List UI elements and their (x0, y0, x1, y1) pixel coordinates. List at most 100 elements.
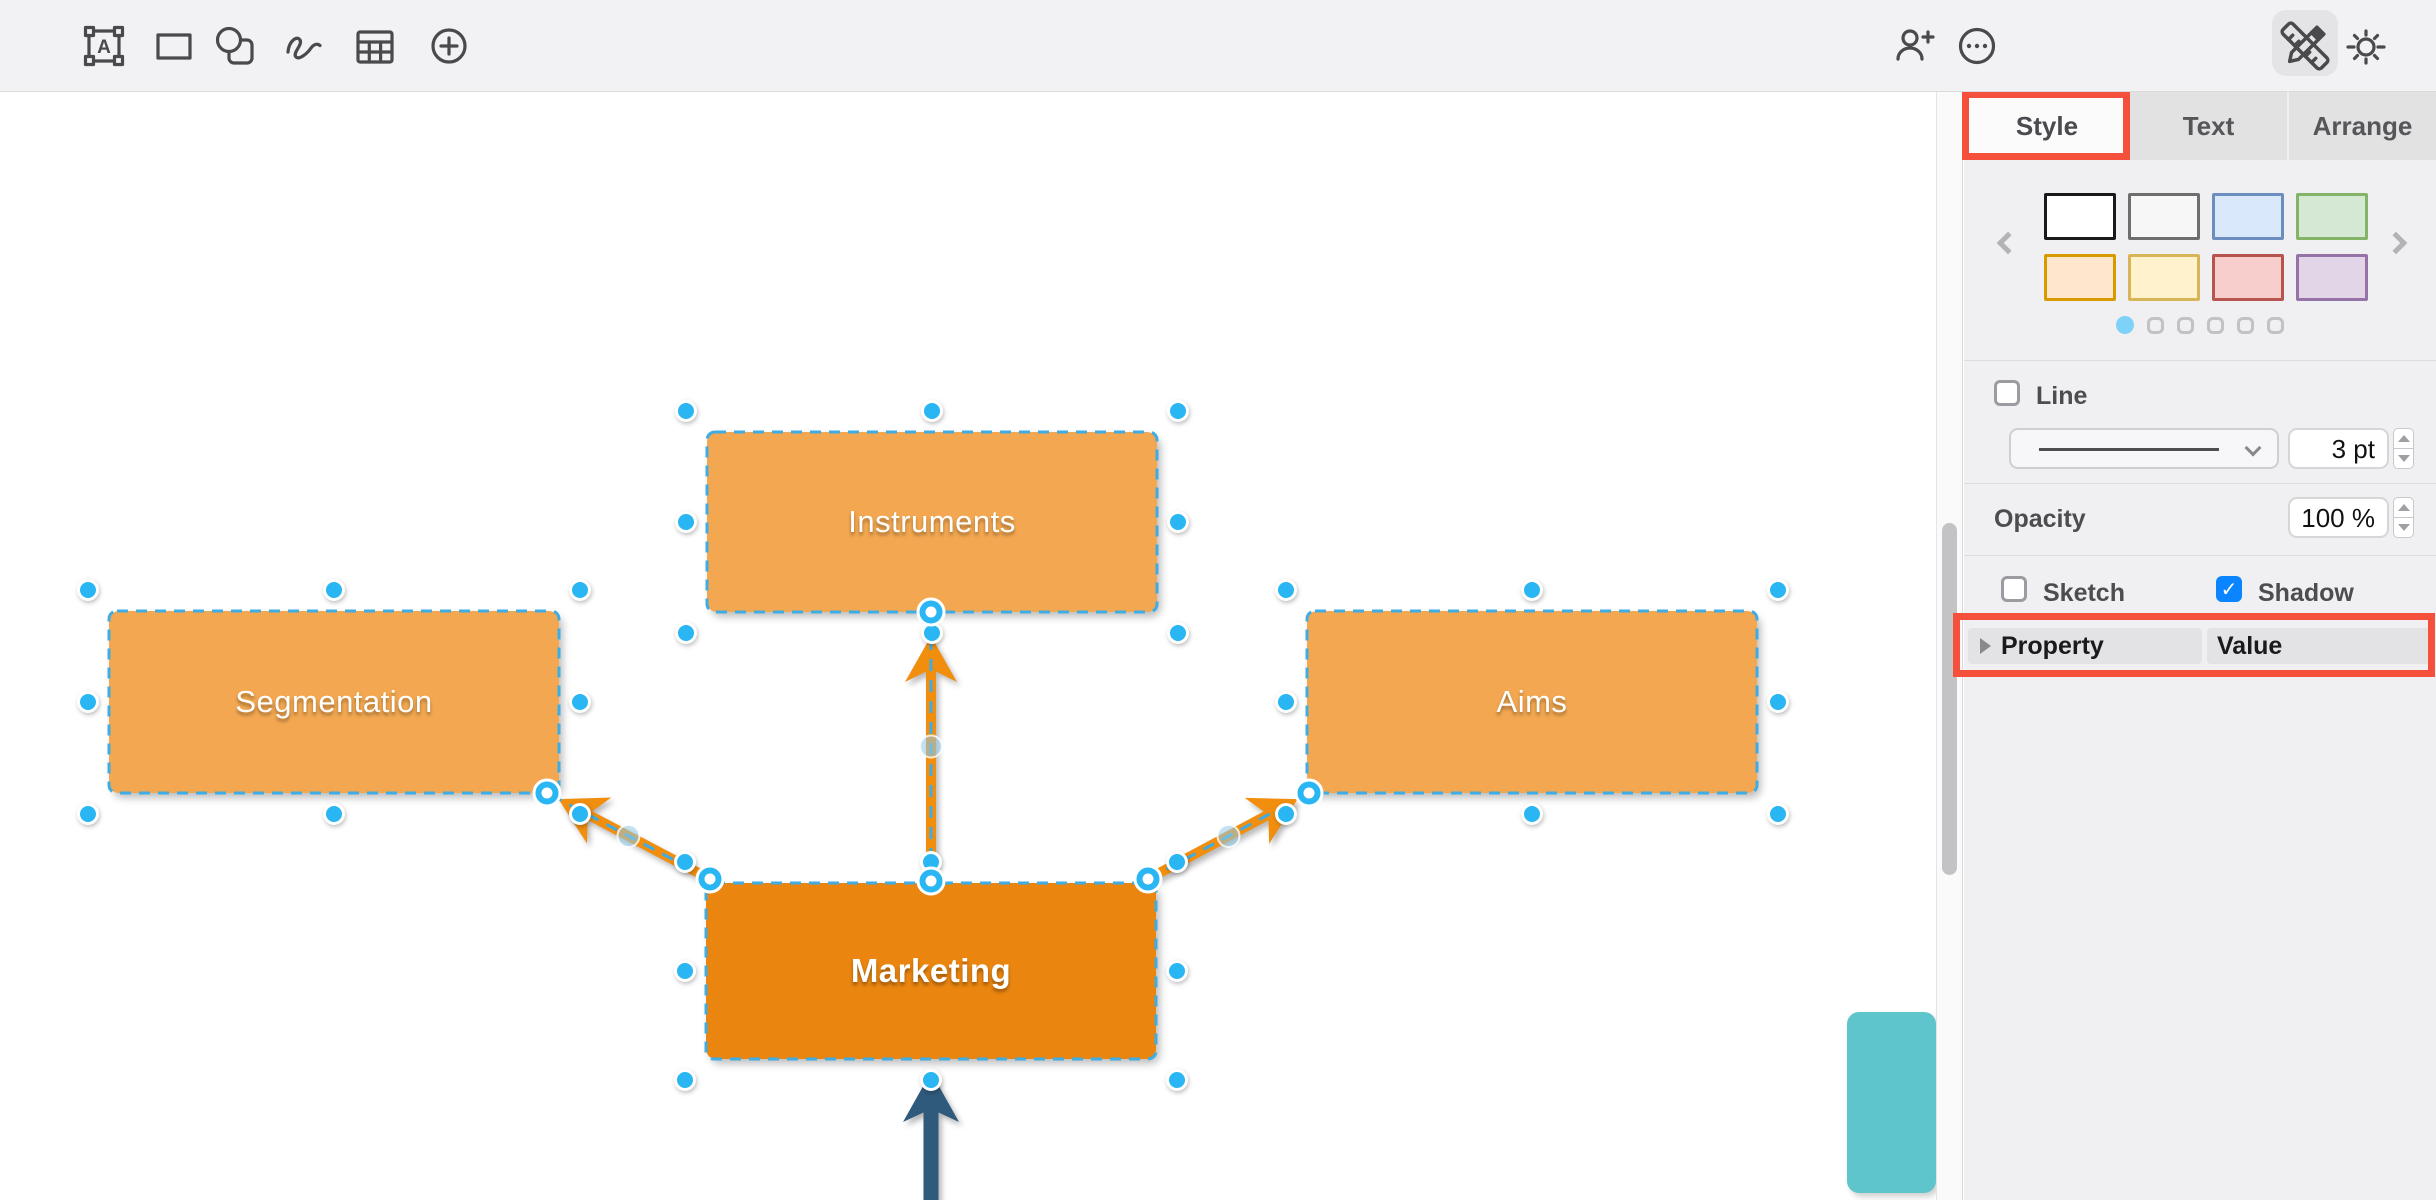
tab-text[interactable]: Text (2130, 92, 2287, 160)
edge-endpoint[interactable] (916, 866, 946, 896)
edge-midpoint[interactable] (616, 824, 641, 848)
selection-handle[interactable] (77, 803, 99, 825)
selection-handle[interactable] (1166, 1069, 1188, 1091)
selection-handle[interactable] (1167, 400, 1189, 422)
share-button[interactable] (1890, 21, 1940, 71)
opacity-input[interactable]: 100 % (2288, 497, 2389, 538)
rectangle-icon (156, 33, 192, 60)
selection-handle[interactable] (674, 1069, 696, 1091)
insert-shape-button[interactable] (210, 21, 260, 71)
color-swatch[interactable] (2296, 193, 2368, 240)
edge-endpoint[interactable] (695, 864, 725, 894)
node-aims[interactable]: Aims (1307, 611, 1757, 793)
selection-handle[interactable] (920, 1069, 942, 1091)
insert-text-button[interactable]: A (79, 21, 129, 71)
edge-endpoint[interactable] (1294, 778, 1324, 808)
sketch-checkbox[interactable] (2001, 576, 2027, 602)
selection-handle[interactable] (1767, 579, 1789, 601)
color-swatch[interactable] (2128, 254, 2200, 301)
color-swatch[interactable] (2044, 254, 2116, 301)
selection-handle[interactable] (1167, 622, 1189, 644)
stepper-down[interactable] (2393, 449, 2414, 469)
swatch-next-icon[interactable] (2384, 231, 2408, 255)
tab-arrange[interactable]: Arrange (2289, 92, 2436, 160)
selection-handle[interactable] (569, 579, 591, 601)
edge-arrows[interactable] (558, 636, 1298, 884)
selection-handle[interactable] (1166, 851, 1188, 873)
opacity-stepper[interactable] (2393, 497, 2414, 538)
stepper-up[interactable] (2393, 497, 2414, 518)
node-marketing[interactable]: Marketing (706, 883, 1156, 1059)
swatch-page-dot[interactable] (2267, 316, 2284, 334)
selection-handle[interactable] (921, 400, 943, 422)
line-style-dropdown[interactable] (2009, 428, 2279, 469)
selection-handle[interactable] (1521, 803, 1543, 825)
color-swatch[interactable] (2044, 193, 2116, 240)
brightness-icon (2346, 29, 2386, 65)
disclosure-triangle-icon[interactable] (1980, 638, 1991, 654)
selection-handle[interactable] (77, 691, 99, 713)
freehand-button[interactable] (279, 21, 329, 71)
selection-handle[interactable] (674, 851, 696, 873)
property-header-cell[interactable]: Property (1968, 628, 2202, 664)
selection-handle[interactable] (323, 579, 345, 601)
selection-handle[interactable] (1167, 511, 1189, 533)
tab-style[interactable]: Style (1964, 92, 2130, 160)
teal-shape[interactable] (1847, 1012, 1936, 1193)
swatch-page-dot[interactable] (2147, 316, 2164, 334)
edge-midpoint[interactable] (919, 734, 943, 759)
node-label: Segmentation (235, 684, 433, 719)
line-width-input[interactable]: 3 pt (2288, 428, 2389, 469)
selection-handle[interactable] (675, 622, 697, 644)
selection-handle[interactable] (569, 803, 591, 825)
color-swatch[interactable] (2212, 193, 2284, 240)
selection-handle[interactable] (675, 511, 697, 533)
selection-handle[interactable] (1275, 579, 1297, 601)
line-width-stepper[interactable] (2393, 428, 2414, 469)
swatch-page-dot[interactable] (2177, 316, 2194, 334)
color-swatch[interactable] (2296, 254, 2368, 301)
sketch-tool-button[interactable] (2280, 21, 2330, 71)
swatch-page-dot[interactable] (2207, 316, 2224, 334)
vertical-scrollbar[interactable] (1942, 523, 1957, 875)
color-swatch[interactable] (2212, 254, 2284, 301)
incoming-arrow[interactable] (903, 1072, 959, 1200)
value-header-cell[interactable]: Value (2207, 628, 2435, 664)
stepper-up[interactable] (2393, 428, 2414, 449)
insert-table-button[interactable] (350, 21, 400, 71)
selection-outline (704, 881, 1158, 1061)
stepper-down[interactable] (2393, 518, 2414, 538)
selection-handle[interactable] (1521, 579, 1543, 601)
selection-handle[interactable] (1767, 691, 1789, 713)
swatch-prev-icon[interactable] (1996, 231, 2020, 255)
color-swatch[interactable] (2128, 193, 2200, 240)
sketch-label: Sketch (2043, 579, 2125, 607)
selection-handle[interactable] (569, 691, 591, 713)
selection-handle[interactable] (674, 960, 696, 982)
node-instruments[interactable]: Instruments (707, 432, 1157, 612)
edge-endpoint[interactable] (532, 778, 562, 808)
selection-handle[interactable] (77, 579, 99, 601)
appearance-button[interactable] (2341, 21, 2391, 71)
selection-handle[interactable] (1275, 803, 1297, 825)
more-options-button[interactable] (1952, 21, 2002, 71)
shadow-checkbox[interactable]: ✓ (2216, 576, 2242, 602)
canvas-gutter (1937, 92, 1963, 1200)
selection-handle[interactable] (1166, 960, 1188, 982)
edge-endpoint[interactable] (916, 597, 946, 627)
node-label: Aims (1496, 684, 1568, 719)
selection-handle[interactable] (323, 803, 345, 825)
pencil-ruler-icon (2280, 21, 2330, 71)
edge-midpoint[interactable] (1216, 824, 1241, 848)
selection-handle[interactable] (675, 400, 697, 422)
edge-endpoint[interactable] (1133, 864, 1163, 894)
insert-more-button[interactable] (424, 21, 474, 71)
selection-handle[interactable] (1275, 691, 1297, 713)
selection-handle[interactable] (1767, 803, 1789, 825)
line-checkbox[interactable] (1994, 380, 2020, 406)
diagram-canvas[interactable]: Instruments Segmentation Aims Marketing (0, 92, 1937, 1200)
insert-rectangle-button[interactable] (149, 21, 199, 71)
swatch-page-dot[interactable] (2237, 316, 2254, 334)
swatch-page-dot[interactable] (2116, 316, 2134, 334)
node-segmentation[interactable]: Segmentation (109, 611, 559, 793)
